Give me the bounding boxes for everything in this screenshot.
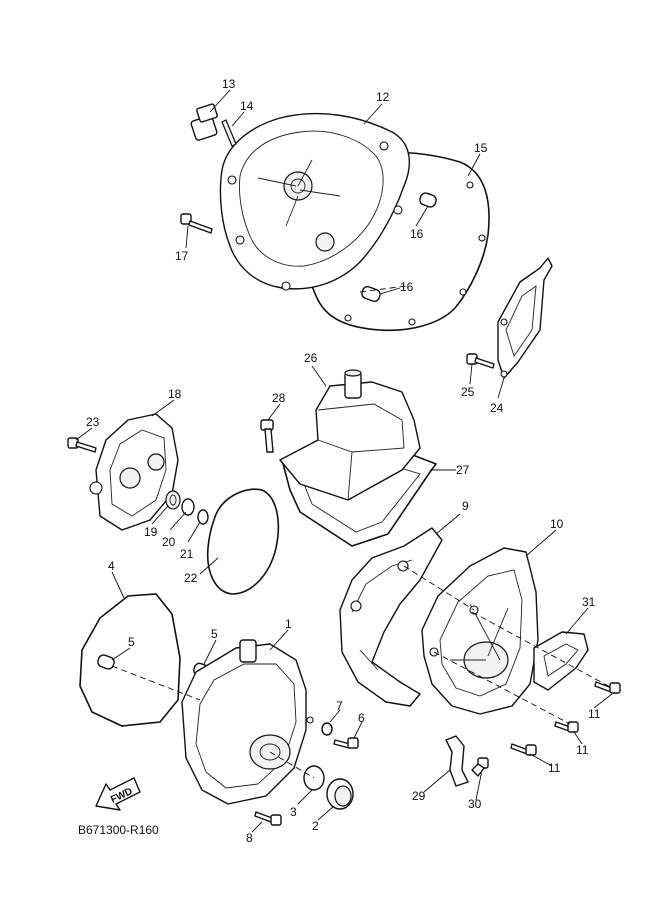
gasket-4 <box>79 593 181 727</box>
washer-7 <box>321 722 333 736</box>
callout-25: 25 <box>461 385 475 399</box>
callout-6: 6 <box>358 711 365 725</box>
callout-16a: 16 <box>410 227 424 241</box>
circlip-21 <box>197 509 209 525</box>
callout-30: 30 <box>468 797 482 811</box>
callout-20: 20 <box>162 535 176 549</box>
callout-23: 23 <box>86 415 100 429</box>
right-covers-assembly <box>339 527 621 787</box>
clutch-cover <box>219 112 411 290</box>
clutch-cover-assembly <box>180 103 490 332</box>
washer-20 <box>181 498 195 516</box>
callout-2: 2 <box>312 819 319 833</box>
callout-31: 31 <box>582 595 596 609</box>
dowel-pin-16a <box>419 192 437 208</box>
bolt-30 <box>471 757 489 777</box>
callout-9: 9 <box>462 499 469 513</box>
diagram-code: B671300-R160 <box>78 823 159 837</box>
bolt-25 <box>466 353 495 369</box>
callout-leaders <box>75 89 613 833</box>
gasket-22 <box>206 488 280 595</box>
callout-7: 7 <box>336 699 343 713</box>
callout-22: 22 <box>184 571 198 585</box>
callout-21: 21 <box>180 547 194 561</box>
bolt-11c <box>510 743 537 756</box>
callout-11b: 11 <box>576 743 589 757</box>
callout-14: 14 <box>240 99 254 113</box>
bracket-29 <box>445 735 469 787</box>
callout-29: 29 <box>412 789 426 803</box>
cover-9 <box>339 527 443 707</box>
callout-11a: 11 <box>588 707 601 721</box>
crankcase-cover-assembly <box>79 593 359 826</box>
fwd-arrow-icon: FWD <box>95 777 141 811</box>
bracket-31 <box>533 631 589 691</box>
callout-12: 12 <box>376 90 390 104</box>
callout-5a: 5 <box>128 635 135 649</box>
callout-4: 4 <box>108 559 115 573</box>
callout-11c: 11 <box>548 761 561 775</box>
bolt-17 <box>180 213 213 234</box>
callout-5b: 5 <box>211 627 218 641</box>
callout-13: 13 <box>222 77 236 91</box>
cover-26 <box>279 381 421 501</box>
bolt-8 <box>254 811 282 826</box>
callout-1: 1 <box>285 617 292 631</box>
bolt-11a <box>594 681 621 694</box>
cover-26-assembly <box>260 369 438 547</box>
oil-seal-19 <box>165 490 181 510</box>
callout-17: 17 <box>175 249 189 263</box>
bolt-28 <box>260 419 274 453</box>
callout-26: 26 <box>304 351 318 365</box>
callout-24: 24 <box>490 401 504 415</box>
oil-filler-cap <box>190 103 218 141</box>
cover-18-assembly <box>67 413 280 595</box>
bolt-23 <box>67 437 97 453</box>
callout-10: 10 <box>550 517 564 531</box>
callout-28: 28 <box>272 391 286 405</box>
plug-2 <box>326 778 354 810</box>
callout-8: 8 <box>246 831 253 845</box>
callout-16b: 16 <box>400 280 414 294</box>
bolt-6 <box>333 737 359 749</box>
callout-18: 18 <box>168 387 182 401</box>
callout-numbers: 13 14 12 15 17 16 16 26 28 25 24 18 23 2… <box>86 77 601 845</box>
callout-15: 15 <box>474 141 488 155</box>
callout-27: 27 <box>456 463 470 477</box>
assembly-guide-lines <box>111 285 613 779</box>
bolt-11b <box>554 721 579 733</box>
dowel-pin-16b <box>361 285 381 303</box>
small-cover-24 <box>497 257 553 379</box>
dowel-pin-5a <box>97 654 115 670</box>
callout-19: 19 <box>144 525 158 539</box>
o-ring-14 <box>221 119 237 147</box>
callout-3: 3 <box>290 805 297 819</box>
